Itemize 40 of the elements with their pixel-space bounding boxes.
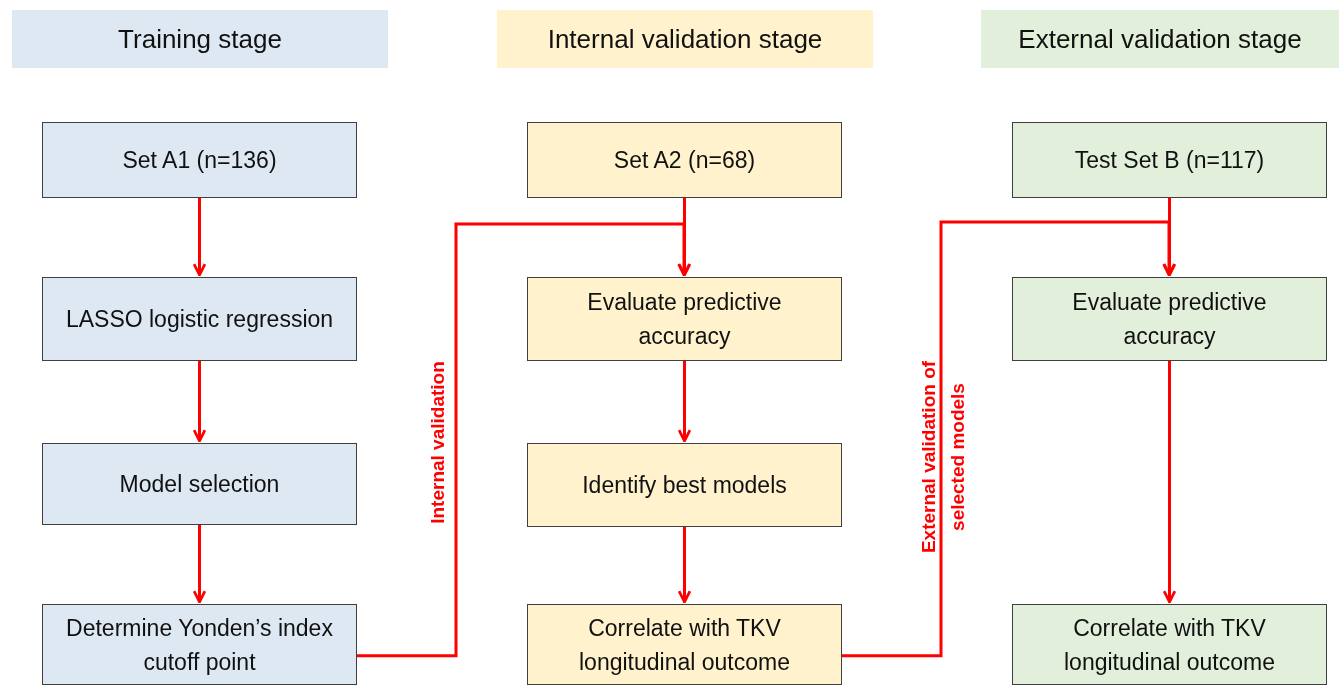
box-label: Identify best models xyxy=(582,471,787,500)
arrow xyxy=(357,222,691,658)
process-box xyxy=(527,604,842,685)
box-label: Correlate with TKV longitudinal outcome xyxy=(578,613,791,677)
arrow xyxy=(192,198,207,277)
arrow xyxy=(1162,361,1177,604)
box-label: LASSO logistic regression xyxy=(65,305,334,334)
process-box xyxy=(1012,122,1327,198)
process-box xyxy=(527,443,842,527)
box-label: Evaluate predictive accuracy xyxy=(1071,288,1268,351)
stage-title: Internal validation stage xyxy=(547,22,823,56)
arrow xyxy=(677,198,692,277)
stage-title: Training stage xyxy=(118,22,282,56)
stage-title: External validation stage xyxy=(1018,22,1302,56)
box-label: Evaluate predictive accuracy xyxy=(586,288,783,351)
process-box xyxy=(42,604,357,685)
edge-label: Internal validation xyxy=(425,360,449,526)
edge-label: External validation of selected models xyxy=(917,359,969,556)
stage-header xyxy=(981,10,1339,68)
arrow xyxy=(677,361,692,443)
box-label: Set A2 (n=68) xyxy=(613,146,756,175)
process-box xyxy=(527,277,842,361)
arrow xyxy=(192,525,207,604)
process-box xyxy=(42,443,357,525)
process-box xyxy=(42,277,357,361)
arrow xyxy=(677,527,692,604)
process-box xyxy=(42,122,357,198)
arrow xyxy=(842,220,1176,658)
process-box xyxy=(1012,604,1327,685)
box-label: Determine Yonden’s index cutoff point xyxy=(65,613,334,677)
process-box xyxy=(527,122,842,198)
stage-header xyxy=(12,10,388,68)
arrow xyxy=(192,361,207,443)
box-label: Model selection xyxy=(119,470,280,499)
arrow xyxy=(1162,198,1177,277)
stage-header xyxy=(497,10,873,68)
process-box xyxy=(1012,277,1327,361)
box-label: Set A1 (n=136) xyxy=(122,146,277,175)
box-label: Correlate with TKV longitudinal outcome xyxy=(1063,613,1276,677)
box-label: Test Set B (n=117) xyxy=(1074,146,1265,175)
